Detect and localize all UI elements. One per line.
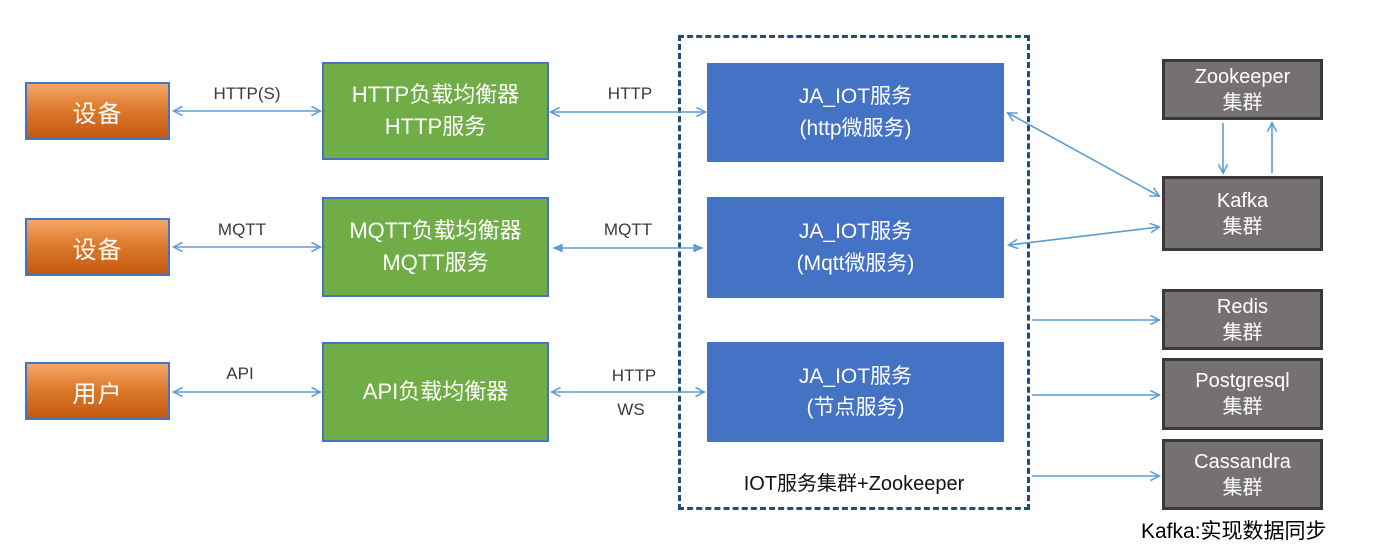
node-user: 用户 bbox=[25, 362, 170, 420]
node-zookeeper-line1: Zookeeper bbox=[1194, 65, 1291, 88]
node-cassandra-line2: 集群 bbox=[1222, 476, 1263, 499]
node-device-1: 设备 bbox=[25, 82, 170, 140]
node-iot-http-service: JA_IOT服务 (http微服务) bbox=[707, 63, 1004, 162]
node-http-load-balancer: HTTP负载均衡器 HTTP服务 bbox=[322, 62, 549, 160]
node-mqtt-lb-line2: MQTT服务 bbox=[382, 250, 489, 275]
edge-label-mqtt-right: MQTT bbox=[603, 220, 653, 239]
edge-label-ws: WS bbox=[617, 400, 645, 419]
node-kafka-line2: 集群 bbox=[1222, 215, 1263, 238]
node-iot-http-line2: (http微服务) bbox=[799, 116, 912, 140]
arrow-iothttp-kafka bbox=[1008, 113, 1159, 196]
node-iot-mqtt-line1: JA_IOT服务 bbox=[798, 220, 913, 243]
edge-label-api: API bbox=[226, 364, 254, 383]
node-iot-node-line1: JA_IOT服务 bbox=[798, 364, 913, 388]
node-redis-line2: 集群 bbox=[1222, 321, 1263, 344]
edge-label-http-row3: HTTP bbox=[611, 366, 657, 385]
node-api-load-balancer: API负载均衡器 bbox=[322, 342, 549, 442]
node-iot-node-service: JA_IOT服务 (节点服务) bbox=[707, 342, 1004, 442]
node-api-lb-line1: API负载均衡器 bbox=[362, 379, 509, 405]
node-postgresql-cluster: Postgresql 集群 bbox=[1162, 358, 1323, 430]
node-redis-cluster: Redis 集群 bbox=[1162, 289, 1323, 350]
node-cassandra-cluster: Cassandra 集群 bbox=[1162, 439, 1323, 510]
edge-label-mqtt-left: MQTT bbox=[217, 220, 267, 239]
node-iot-mqtt-service: JA_IOT服务 (Mqtt微服务) bbox=[707, 197, 1004, 298]
node-zookeeper-cluster: Zookeeper 集群 bbox=[1162, 59, 1323, 120]
kafka-sync-caption: Kafka:实现数据同步 bbox=[1141, 520, 1327, 543]
node-device-2: 设备 bbox=[25, 218, 170, 276]
node-user-label: 用户 bbox=[72, 380, 123, 408]
arrow-iotmqtt-kafka bbox=[1009, 227, 1159, 245]
node-kafka-cluster: Kafka 集群 bbox=[1162, 176, 1323, 251]
node-http-lb-line2: HTTP服务 bbox=[384, 114, 487, 139]
node-iot-http-line1: JA_IOT服务 bbox=[798, 85, 913, 108]
node-cassandra-line1: Cassandra bbox=[1194, 450, 1291, 473]
iot-cluster-container: IOT服务集群+Zookeeper bbox=[678, 35, 1030, 510]
node-postgresql-line2: 集群 bbox=[1222, 396, 1263, 418]
node-postgresql-line1: Postgresql bbox=[1195, 370, 1290, 392]
node-zookeeper-line2: 集群 bbox=[1222, 91, 1263, 114]
edge-label-http-row1: HTTP bbox=[607, 84, 653, 103]
node-mqtt-lb-line1: MQTT负载均衡器 bbox=[349, 218, 522, 244]
node-redis-line1: Redis bbox=[1216, 295, 1269, 318]
edge-label-https: HTTP(S) bbox=[213, 84, 281, 103]
node-mqtt-load-balancer: MQTT负载均衡器 MQTT服务 bbox=[322, 197, 549, 297]
node-iot-node-line2: (节点服务) bbox=[806, 396, 905, 419]
node-device-2-label: 设备 bbox=[72, 236, 123, 264]
node-http-lb-line1: HTTP负载均衡器 bbox=[351, 82, 520, 108]
node-kafka-line1: Kafka bbox=[1216, 189, 1269, 212]
iot-cluster-label: IOT服务集群+Zookeeper bbox=[743, 473, 965, 495]
node-device-1-label: 设备 bbox=[72, 100, 123, 128]
node-iot-mqtt-line2: (Mqtt微服务) bbox=[796, 251, 915, 275]
